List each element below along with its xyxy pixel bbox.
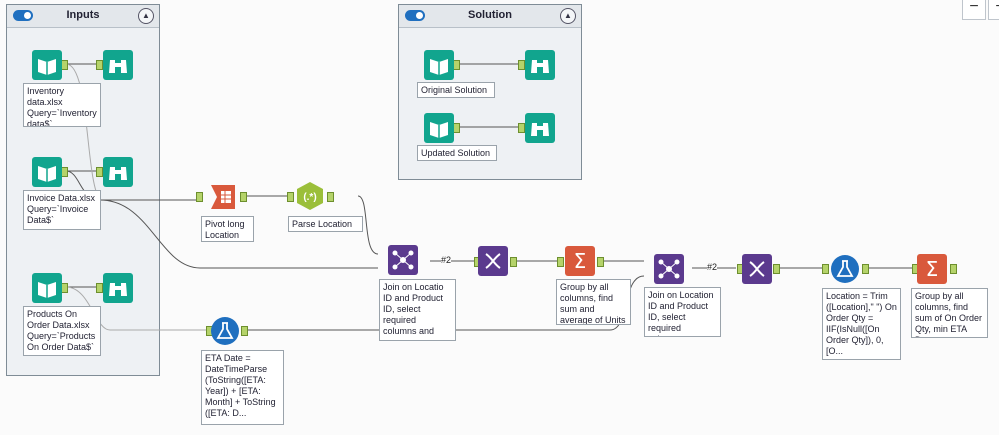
select-dna-icon [478,246,508,276]
inputs-container-header[interactable]: Inputs ▲ [7,5,159,28]
output-anchor[interactable] [240,192,247,202]
tool-annotation: Group by all columns, find sum and avera… [556,279,631,325]
select-dna-icon [742,254,772,284]
formula-tool-1[interactable] [210,316,240,346]
input-anchor[interactable] [557,257,564,267]
pivot-icon [211,185,235,209]
flask-icon [211,317,239,345]
output-anchor[interactable] [862,264,869,274]
inventory-input-tool[interactable] [32,50,62,80]
output-anchor[interactable] [597,257,604,267]
join-tool-2[interactable] [652,254,684,284]
book-icon [424,113,454,143]
join-tool-1[interactable] [386,245,418,275]
container-toggle[interactable] [405,10,425,21]
zoom-in-button[interactable]: + [988,0,999,20]
book-icon [32,50,62,80]
tool-annotation: Updated Solution [417,145,497,161]
input-anchor[interactable] [96,60,103,70]
join-icon [388,245,418,275]
tool-annotation: Parse Location ID [288,216,363,232]
inventory-browse-tool[interactable] [103,50,133,80]
svg-text:Σ: Σ [574,249,587,273]
input-anchor[interactable] [196,192,203,202]
input-anchor[interactable] [518,60,525,70]
original-browse-tool[interactable] [525,50,555,80]
collapse-icon[interactable]: ▲ [138,8,154,24]
output-anchor[interactable] [327,192,334,202]
invoice-browse-tool[interactable] [103,157,133,187]
binoculars-icon [103,157,133,187]
input-anchor[interactable] [287,192,294,202]
select-tool-2[interactable] [742,254,772,284]
tool-annotation: Inventory data.xlsx Query=`Inventory dat… [23,83,101,127]
summarize-tool-2[interactable]: Σ [917,254,947,284]
input-anchor[interactable] [96,167,103,177]
updated-input-tool[interactable] [424,113,454,143]
output-anchor[interactable] [61,60,68,70]
flask-icon [831,255,859,283]
tool-annotation: Join on Locatio ID and Product ID, selec… [379,279,456,341]
output-anchor[interactable] [950,264,957,274]
tool-annotation: Original Solution [417,82,495,98]
tool-annotation: Join on Location ID and Product ID, sele… [644,287,721,337]
binoculars-icon [103,273,133,303]
output-anchor[interactable] [61,167,68,177]
record-count: #2 [441,255,452,265]
select-tool-1[interactable] [478,246,508,276]
collapse-icon[interactable]: ▲ [560,8,576,24]
updated-browse-tool[interactable] [525,113,555,143]
output-anchor[interactable] [453,60,460,70]
tool-annotation: Invoice Data.xlsx Query=`Invoice Data$` [23,190,101,230]
tool-annotation: Pivot long Location ID [201,216,254,242]
record-count: #2 [707,262,718,272]
binoculars-icon [525,113,555,143]
book-icon [32,273,62,303]
input-anchor[interactable] [518,123,525,133]
solution-container-title: Solution [468,9,512,21]
output-anchor[interactable] [453,123,460,133]
zoom-out-button[interactable]: − [962,0,986,20]
output-anchor[interactable] [510,257,517,267]
container-toggle[interactable] [13,10,33,21]
tool-annotation: Group by all columns, find sum of On Ord… [911,288,988,338]
tool-annotation: Products On Order Data.xlsx Query=`Produ… [23,306,101,356]
tool-annotation: ETA Date = DateTimeParse (ToString([ETA:… [201,350,284,425]
tool-annotation: Location = Trim ([Location]," ") On Orde… [822,288,901,360]
output-anchor[interactable] [61,283,68,293]
join-icon [654,254,684,284]
invoice-input-tool[interactable] [32,157,62,187]
summarize-tool-1[interactable]: Σ [565,246,595,276]
sigma-icon: Σ [565,246,595,276]
book-icon [32,157,62,187]
products-browse-tool[interactable] [103,273,133,303]
regex-icon: (.*) [297,182,323,210]
inputs-container-title: Inputs [66,9,100,21]
output-anchor[interactable] [773,264,780,274]
products-input-tool[interactable] [32,273,62,303]
formula-tool-2[interactable] [830,254,860,284]
pivot-tool[interactable] [208,182,238,212]
binoculars-icon [103,50,133,80]
input-anchor[interactable] [96,283,103,293]
solution-container-header[interactable]: Solution ▲ [399,5,581,28]
book-icon [424,50,454,80]
sigma-icon: Σ [917,254,947,284]
original-input-tool[interactable] [424,50,454,80]
svg-text:Σ: Σ [926,257,939,281]
binoculars-icon [525,50,555,80]
regex-tool[interactable]: (.*) [295,181,325,211]
input-anchor[interactable] [822,264,829,274]
svg-text:(.*): (.*) [303,192,316,203]
output-anchor[interactable] [241,326,248,336]
